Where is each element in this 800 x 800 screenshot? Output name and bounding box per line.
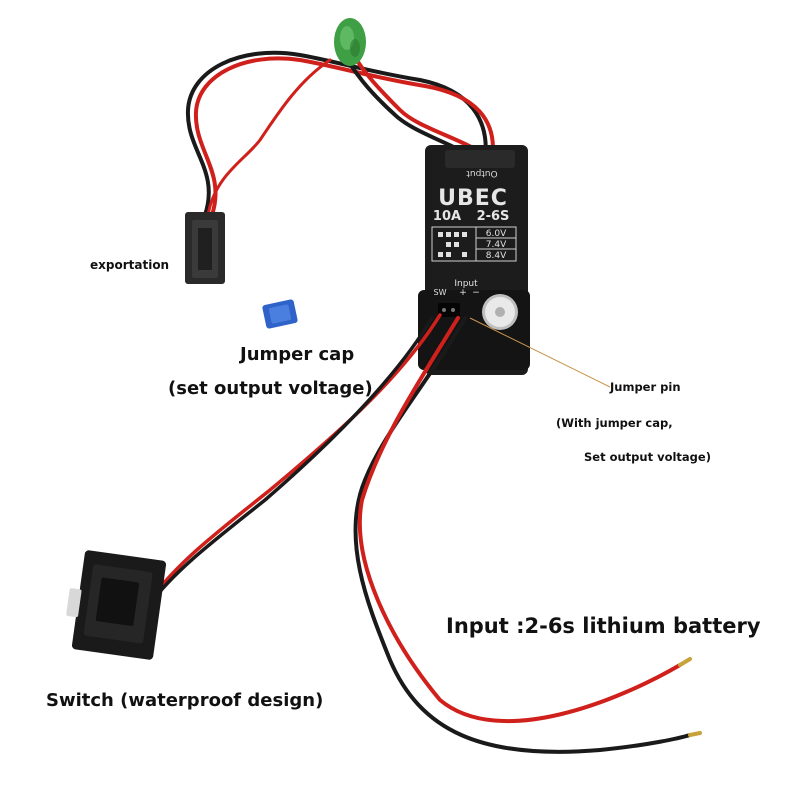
switch-device xyxy=(66,550,167,660)
voltage-7v4: 7.4V xyxy=(486,240,507,250)
rating-label: 10A xyxy=(433,209,461,224)
jumper-cap-note: (set output voltage) xyxy=(168,378,373,399)
voltage-6v: 6.0V xyxy=(486,229,507,239)
input-label: Input :2-6s lithium battery xyxy=(446,614,761,638)
jumper-pin-pointer xyxy=(469,317,611,388)
exportation-label: exportation xyxy=(90,258,170,272)
capacitor xyxy=(482,294,518,330)
ubec-module: Output UBEC 10A 2-6S 6.0V 7.4V 8.4V Inpu… xyxy=(418,145,530,375)
minus-label: − xyxy=(472,288,480,298)
brand-label: UBEC xyxy=(438,186,508,211)
voltage-table: 6.0V 7.4V 8.4V xyxy=(431,226,517,262)
switch-label: Switch (waterproof design) xyxy=(46,690,324,711)
cells-label: 2-6S xyxy=(477,209,510,224)
jumper-pin-note-2: Set output voltage) xyxy=(584,450,711,464)
jumper-pin-label: Jumper pin xyxy=(610,380,681,394)
ferrite-ring xyxy=(334,18,366,66)
voltage-8v4: 8.4V xyxy=(486,251,507,261)
servo-plug xyxy=(185,212,225,284)
output-wires xyxy=(185,38,495,217)
input-port-label: Input xyxy=(454,279,478,289)
jumper-pin-note-1: (With jumper cap, xyxy=(556,416,673,430)
jumper-cap xyxy=(262,299,298,329)
input-wires xyxy=(148,313,702,754)
jumper-pins xyxy=(438,303,460,317)
jumper-cap-label: Jumper cap xyxy=(240,344,355,365)
plus-label: + xyxy=(459,288,467,298)
output-port-label: Output xyxy=(466,168,498,178)
sw-port-label: SW xyxy=(434,288,447,297)
